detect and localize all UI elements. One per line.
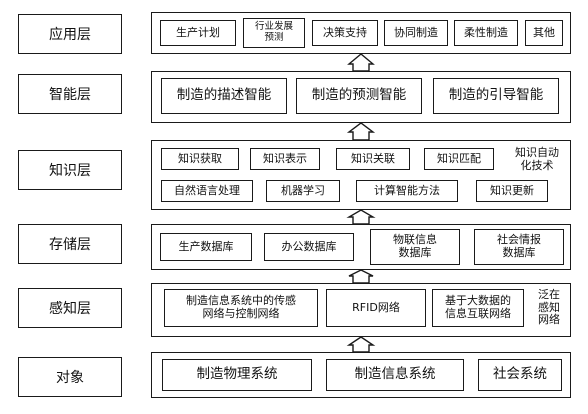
app-item-other: 其他	[525, 20, 563, 46]
knowledge-item-update: 知识更新	[476, 180, 548, 202]
app-item-production-plan: 生产计划	[160, 20, 236, 46]
storage-item-production-db: 生产数据库	[160, 233, 252, 261]
object-item-info-system: 制造信息系统	[326, 359, 464, 391]
layer-label-object: 对象	[18, 357, 122, 397]
app-item-decision-support: 决策支持	[312, 20, 378, 46]
arrow-up-icon	[346, 336, 376, 353]
app-item-collab-manufacturing: 协同制造	[384, 20, 448, 46]
knowledge-item-representation: 知识表示	[250, 148, 320, 170]
intel-item-descriptive: 制造的描述智能	[161, 78, 287, 114]
storage-item-social-intel-db: 社会情报 数据库	[474, 229, 564, 265]
perception-item-rfid-network: RFID网络	[326, 289, 426, 327]
knowledge-item-association: 知识关联	[336, 148, 410, 170]
object-item-physical-system: 制造物理系统	[162, 359, 312, 391]
perception-item-bigdata-network: 基于大数据的 信息互联网络	[432, 289, 524, 327]
object-item-social-system: 社会系统	[478, 359, 562, 391]
arrow-up-icon	[346, 122, 376, 141]
arrow-up-icon	[348, 269, 374, 284]
knowledge-item-acquisition: 知识获取	[161, 148, 239, 170]
knowledge-item-nlp: 自然语言处理	[161, 180, 253, 202]
layer-label-knowledge: 知识层	[18, 150, 122, 190]
arrow-up-icon	[346, 209, 376, 225]
app-item-flexible-manufacturing: 柔性制造	[454, 20, 518, 46]
intel-item-predictive: 制造的预测智能	[296, 78, 422, 114]
knowledge-item-ml: 机器学习	[266, 180, 340, 202]
layer-label-perception: 感知层	[18, 288, 122, 328]
layer-label-application: 应用层	[18, 14, 122, 54]
knowledge-item-matching: 知识匹配	[424, 148, 494, 170]
intel-item-prescriptive: 制造的引导智能	[433, 78, 559, 114]
knowledge-item-computational: 计算智能方法	[356, 180, 458, 202]
perception-item-sensor-control-network: 制造信息系统中的传感 网络与控制网络	[164, 289, 318, 327]
app-item-industry-forecast: 行业发展 预测	[243, 18, 305, 48]
perception-ubiquitous-label: 泛在 感知 网络	[538, 288, 560, 327]
storage-item-iot-db: 物联信息 数据库	[370, 229, 460, 265]
layer-label-storage: 存储层	[18, 224, 122, 264]
layer-label-intelligence: 智能层	[18, 74, 122, 114]
knowledge-automation-label: 知识自动 化技术	[515, 146, 559, 172]
arrow-up-icon	[347, 53, 375, 72]
storage-item-office-db: 办公数据库	[264, 233, 354, 261]
